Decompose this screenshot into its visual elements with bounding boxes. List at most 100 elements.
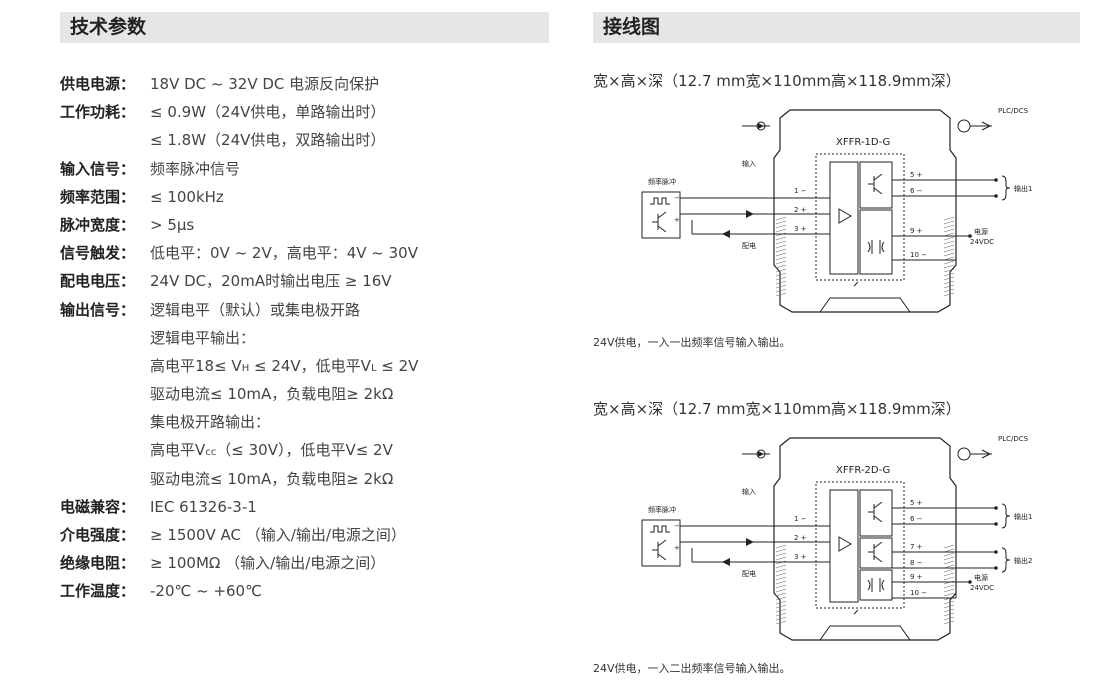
spec-value: 低电平：0V ~ 2V，高电平：4V ~ 30V	[150, 244, 418, 263]
rib-left	[775, 584, 787, 589]
spec-value: ≤ 100kHz	[150, 187, 224, 206]
output-block-1	[859, 161, 893, 209]
spec-label	[60, 436, 150, 464]
spec-value: 频率脉冲信号	[150, 159, 241, 178]
output1-label: 输出1	[1014, 184, 1032, 193]
term-2: 2 +	[794, 206, 807, 214]
rib-left	[775, 600, 787, 605]
rib-right	[943, 616, 955, 621]
term-3: 3 +	[794, 225, 807, 233]
rib-left	[775, 228, 787, 233]
rib-right	[943, 280, 955, 285]
spec-label: 电磁兼容：	[60, 497, 136, 516]
amp-symbol	[838, 208, 852, 224]
output2-label: 输出2	[1014, 556, 1032, 565]
diagram2-dimensions: 宽×高×深（12.7 mm宽×110mm高×118.9mm深）	[593, 400, 961, 418]
term-1: 1 −	[794, 515, 807, 523]
rib-right	[943, 568, 955, 573]
rail-clip	[819, 297, 911, 313]
rib-right	[943, 588, 955, 593]
in-arrow-head	[758, 123, 764, 129]
output-terminal-dot	[994, 522, 998, 526]
spec-label: 工作功耗：	[60, 103, 136, 122]
in-arrow-circle	[756, 449, 766, 459]
output2-brace	[1001, 547, 1011, 573]
input-label: 输入	[742, 487, 756, 496]
internal-box	[815, 481, 905, 609]
rib-right	[943, 608, 955, 613]
terminal-plus: +	[674, 544, 680, 552]
rib-right	[943, 220, 955, 225]
transistor-2	[868, 541, 883, 563]
spec-row: 驱动电流≤ 10mA，负载电阻≥ 2kΩ	[60, 380, 418, 408]
wire-3-arrow	[722, 230, 730, 238]
rib-right	[943, 284, 955, 289]
rib-left	[775, 588, 787, 593]
rib-right	[943, 276, 955, 281]
rail-mark	[853, 281, 859, 287]
terminal-plus: +	[674, 216, 680, 224]
rib-left	[775, 240, 787, 245]
power-voltage-label: 24VDC	[970, 238, 994, 246]
output-block-1	[859, 489, 893, 537]
rib-right	[943, 272, 955, 277]
spec-label: 输出信号：	[60, 300, 136, 319]
section-header-tech-params: 技术参数	[60, 12, 549, 43]
rail-mark	[853, 609, 859, 615]
rib-right	[943, 228, 955, 233]
module-outline	[773, 437, 957, 641]
power-dist-label: 配电	[742, 241, 756, 250]
transformer-symbol	[867, 578, 885, 592]
term-10: 10 −	[910, 251, 927, 259]
rib-left	[775, 216, 787, 221]
rib-left	[775, 288, 787, 293]
plc-label: PLC/DCS	[998, 435, 1029, 443]
spec-row: 工作温度：-20℃ ~ +60℃	[60, 577, 418, 605]
output-term-label: 8 −	[910, 559, 923, 567]
rib-left	[775, 224, 787, 229]
output-term-label: 6 −	[910, 187, 923, 195]
source-box	[641, 191, 681, 239]
spec-value: > 5μs	[150, 215, 195, 234]
power-dist-label: 配电	[742, 569, 756, 578]
spec-row: 电磁兼容：IEC 61326-3-1	[60, 493, 418, 521]
term-9: 9 +	[910, 227, 923, 235]
rib-right	[943, 544, 955, 549]
diagram1-caption: 24V供电，一入一出频率信号输入输出。	[593, 336, 791, 349]
rib-left	[775, 596, 787, 601]
term-2: 2 +	[794, 534, 807, 542]
rib-left	[775, 248, 787, 253]
spec-label	[60, 408, 150, 436]
rib-right	[943, 216, 955, 221]
spec-label: 供电电源：	[60, 75, 136, 93]
output-terminal-dot	[994, 194, 998, 198]
rib-right	[943, 236, 955, 241]
spec-label	[60, 352, 150, 380]
term-3: 3 +	[794, 553, 807, 561]
rib-right	[943, 560, 955, 565]
power-terminal-dot	[968, 580, 972, 584]
wire-2-arrow	[746, 210, 754, 218]
power-block	[859, 569, 893, 601]
spec-row: 频率范围：≤ 100kHz	[60, 183, 418, 211]
rib-right	[943, 260, 955, 265]
rib-right	[943, 288, 955, 293]
rib-left	[775, 276, 787, 281]
output-terminal-dot	[994, 178, 998, 182]
rib-left	[775, 552, 787, 557]
rib-left	[775, 620, 787, 625]
rib-right	[943, 620, 955, 625]
rib-left	[775, 608, 787, 613]
output-terminal-dot	[994, 550, 998, 554]
spec-row: 脉冲宽度：> 5μs	[60, 211, 418, 239]
spec-value: 高电平Vcc（≤ 30V），低电平V≤ 2V	[150, 441, 393, 460]
source-label: 频率脉冲	[648, 177, 676, 186]
spec-row: 逻辑电平输出：	[60, 324, 418, 352]
amp-symbol	[838, 536, 852, 552]
rib-right	[943, 264, 955, 269]
diagram2-caption: 24V供电，一入二出频率信号输入输出。	[593, 662, 791, 675]
power-label: 电源	[974, 573, 988, 582]
spec-label	[60, 380, 150, 408]
spec-row: 供电电源：18V DC ~ 32V DC 电源反向保护	[60, 70, 418, 98]
spec-value: -20℃ ~ +60℃	[150, 582, 262, 601]
